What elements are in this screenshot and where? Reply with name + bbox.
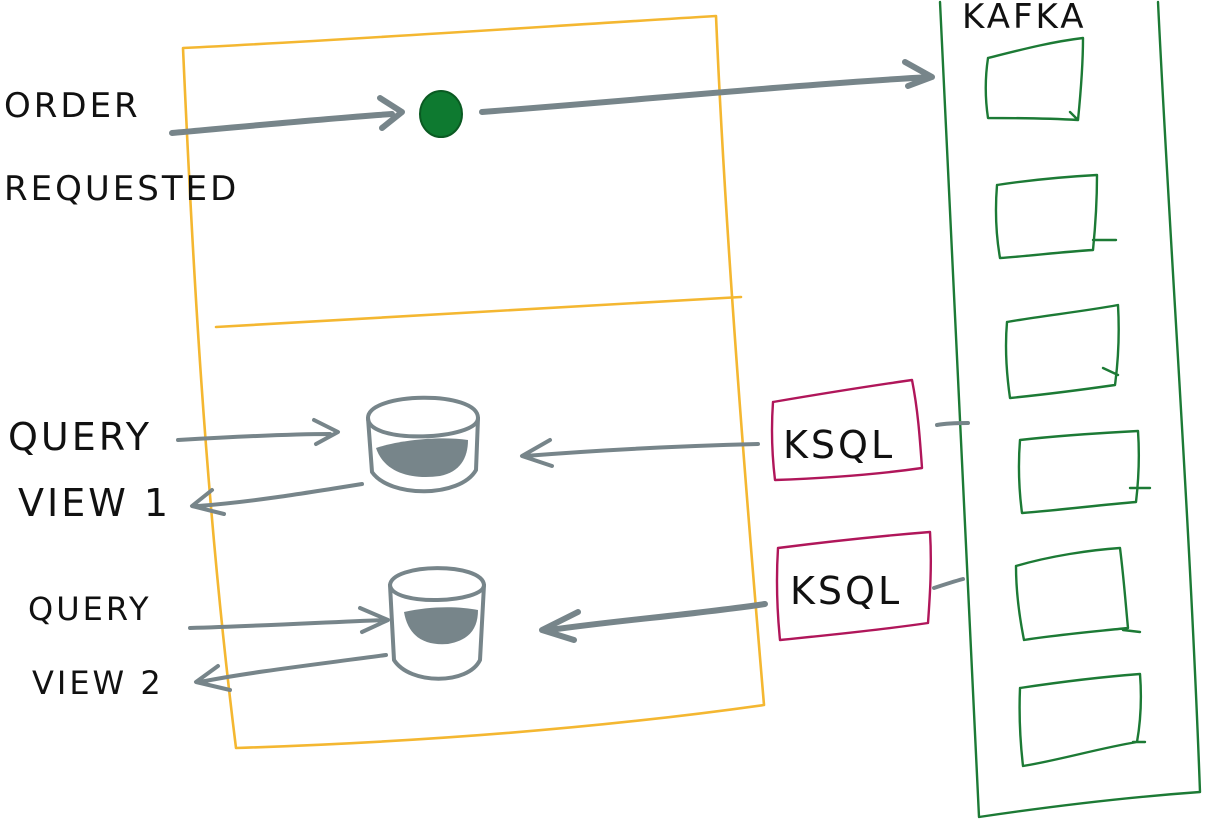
ksql-box-bottom: [775, 530, 933, 642]
kafka-partitions: [984, 36, 1152, 768]
arrow-ksql-to-db1: [520, 438, 760, 468]
arrow-ksql-to-db2: [539, 601, 768, 643]
kafka-label: KAFKA: [962, 0, 1086, 37]
event-dot: [419, 90, 463, 138]
query2-label-line1: QUERY: [28, 590, 152, 628]
query2-label-line2: VIEW 2: [32, 664, 164, 702]
order-label-line1: ORDER: [4, 86, 141, 126]
arrow-db2-to-view2: [194, 653, 388, 692]
service-box: [181, 14, 766, 750]
kafka-partition-3: [1004, 303, 1120, 400]
ksql-label-bottom: KSQL: [790, 569, 902, 613]
ksql-label-top: KSQL: [783, 423, 895, 467]
query1-label-line1: QUERY: [8, 415, 152, 459]
arrow-query1-to-db: [176, 418, 340, 446]
database-icon-view1: [366, 395, 480, 494]
ksql-box-top: [770, 378, 924, 482]
arrow-order-to-event: [169, 95, 405, 136]
query1-label-line2: VIEW 1: [18, 481, 171, 525]
arrow-db1-to-view1: [190, 482, 364, 516]
arrow-kafka-to-ksql-bottom: [932, 577, 965, 590]
kafka-partition-5: [1014, 546, 1142, 642]
arrow-query2-to-db: [188, 606, 390, 634]
kafka-partition-6: [1018, 672, 1147, 768]
kafka-partition-4: [1017, 429, 1152, 515]
kafka-partition-1: [984, 36, 1085, 122]
arrows: [169, 59, 970, 692]
database-icon-view2: [388, 566, 486, 681]
order-label-line2: REQUESTED: [4, 169, 239, 209]
kafka-partition-2: [994, 173, 1118, 260]
kafka-column: [938, 0, 1202, 819]
arrow-event-to-kafka: [479, 59, 935, 115]
service-divider: [214, 295, 743, 329]
arrow-kafka-to-ksql-top: [935, 421, 970, 427]
